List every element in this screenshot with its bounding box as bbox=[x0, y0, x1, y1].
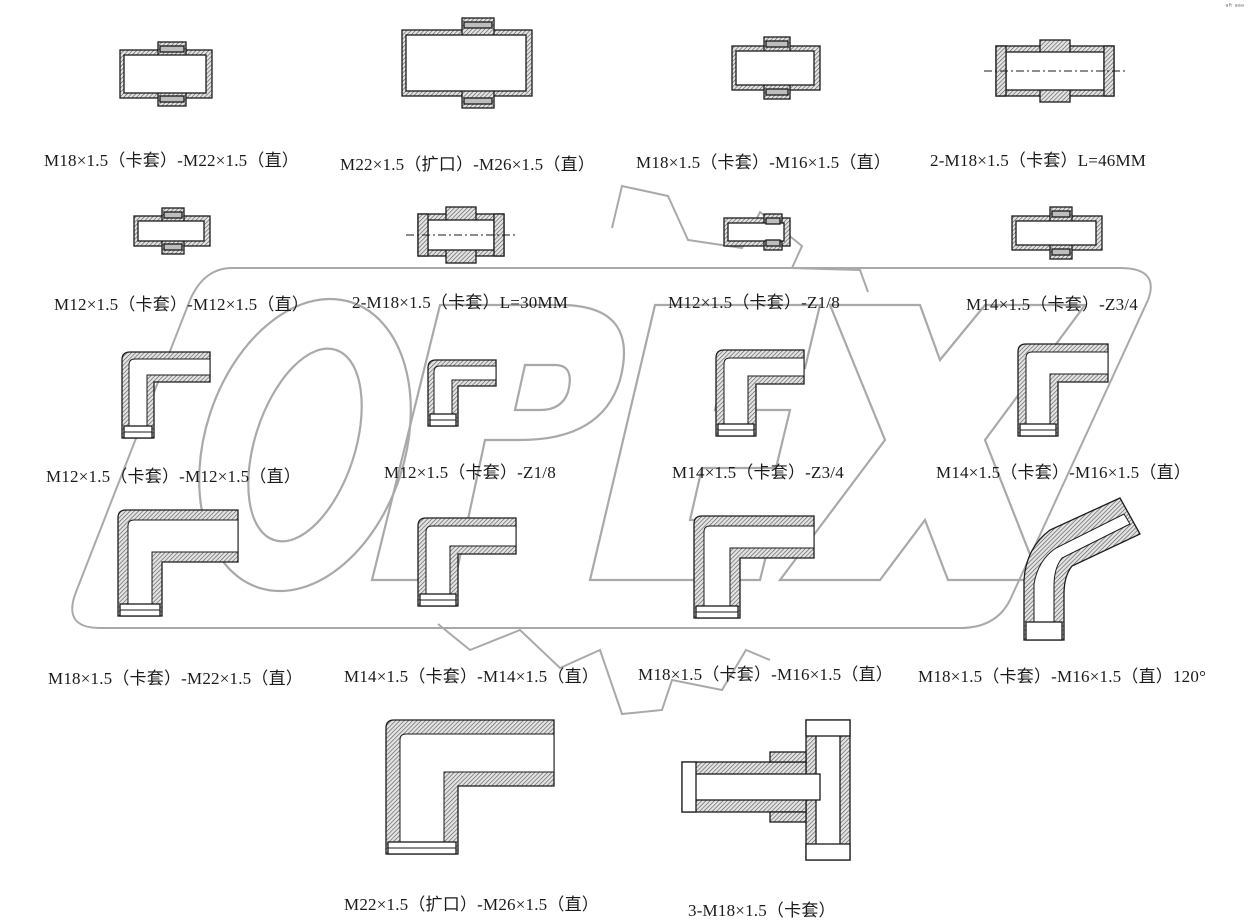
double-union-fitting bbox=[406, 206, 516, 264]
straight-union-fitting bbox=[1011, 206, 1103, 260]
fitting-label: M14×1.5（卡套）-M16×1.5（直） bbox=[936, 463, 1191, 482]
straight-union-fitting bbox=[133, 207, 211, 255]
corner-mark: ᵃᴿ ᵃᵃᵃ bbox=[1225, 2, 1244, 11]
fitting-label: M12×1.5（卡套）-M12×1.5（直） bbox=[54, 295, 309, 314]
fitting-label: M22×1.5（扩口）-M26×1.5（直） bbox=[344, 895, 599, 914]
straight-union-fitting bbox=[731, 36, 821, 100]
fitting-label: M14×1.5（卡套）-Z3/4 bbox=[672, 463, 844, 482]
elbow-fitting bbox=[121, 351, 211, 439]
fitting-label: M12×1.5（卡套）-Z1/8 bbox=[384, 463, 556, 482]
fitting-label: M18×1.5（卡套）-M16×1.5（直）120° bbox=[918, 667, 1207, 686]
fitting-label: M18×1.5（卡套）-M16×1.5（直） bbox=[638, 665, 893, 684]
angled-elbow-fitting bbox=[1023, 497, 1141, 641]
watermark-gear-outline bbox=[437, 184, 869, 716]
fitting-label: M18×1.5（卡套）-M22×1.5（直） bbox=[44, 151, 299, 170]
elbow-fitting bbox=[117, 509, 239, 617]
fitting-label: M22×1.5（扩口）-M26×1.5（直） bbox=[340, 155, 595, 174]
fitting-label: M14×1.5（卡套）-M14×1.5（直） bbox=[344, 667, 599, 686]
elbow-fitting bbox=[427, 359, 497, 427]
elbow-fitting bbox=[417, 517, 517, 607]
fitting-label: 2-M18×1.5（卡套）L=30MM bbox=[352, 293, 569, 312]
watermark-logo bbox=[71, 184, 1152, 716]
straight-union-fitting bbox=[119, 41, 213, 107]
watermark-badge-outline bbox=[71, 267, 1152, 629]
elbow-fitting bbox=[693, 515, 815, 619]
tee-fitting bbox=[681, 719, 851, 861]
fitting-label: M18×1.5（卡套）-M22×1.5（直） bbox=[48, 669, 303, 688]
elbow-fitting bbox=[385, 719, 555, 855]
fitting-label: M14×1.5（卡套）-Z3/4 bbox=[966, 295, 1138, 314]
fitting-label: M12×1.5（卡套）-M12×1.5（直） bbox=[46, 467, 301, 486]
straight-union-fitting bbox=[401, 17, 533, 109]
double-union-fitting bbox=[984, 39, 1126, 103]
fitting-label: 3-M18×1.5（卡套） bbox=[688, 901, 836, 920]
elbow-fitting bbox=[715, 349, 805, 437]
fitting-label: 2-M18×1.5（卡套）L=46MM bbox=[930, 151, 1147, 170]
fitting-label: M12×1.5（卡套）-Z1/8 bbox=[668, 293, 840, 312]
watermark-letters bbox=[198, 297, 1088, 593]
straight-union-fitting bbox=[723, 213, 791, 251]
elbow-fitting bbox=[1017, 343, 1109, 437]
fitting-label: M18×1.5（卡套）-M16×1.5（直） bbox=[636, 153, 891, 172]
